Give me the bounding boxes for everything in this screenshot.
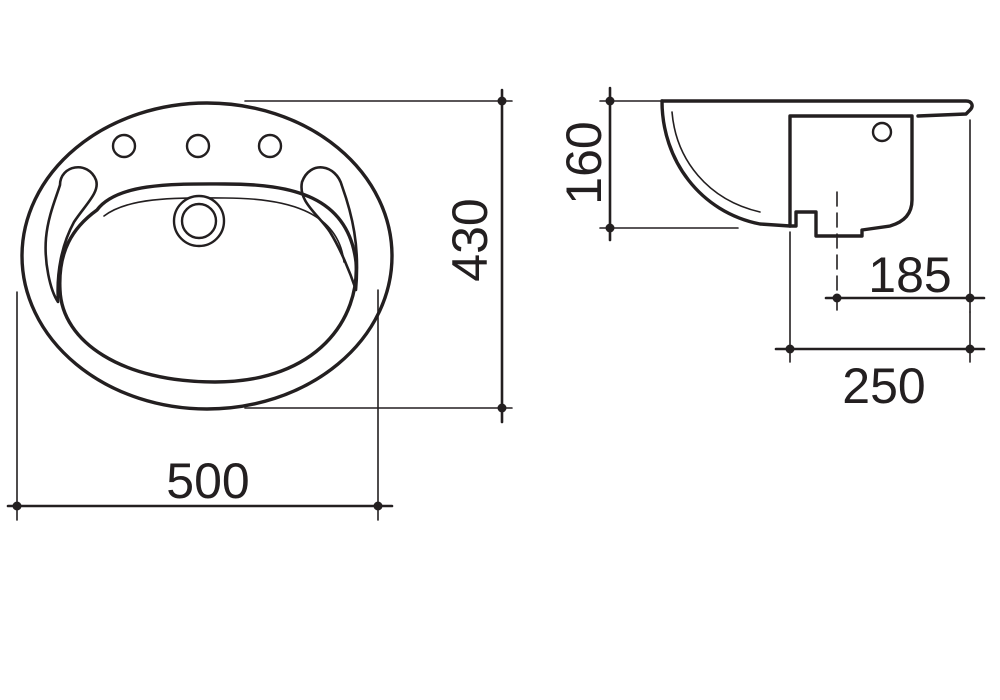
dimension-bowl-depth: 160 (556, 86, 739, 242)
side-back-block (788, 114, 914, 238)
dimension-width-label: 500 (166, 453, 249, 509)
side-bowl-curve (660, 99, 792, 228)
tap-hole-center (185, 133, 211, 159)
dimension-bowl-depth-label: 160 (556, 121, 612, 204)
side-view (660, 99, 974, 311)
dimension-waste-offset-label: 185 (868, 247, 951, 303)
tap-hole-left (111, 133, 137, 159)
plan-view (20, 101, 394, 411)
dimension-width: 500 (6, 289, 394, 521)
dimension-waste-offset: 185 (824, 119, 986, 313)
side-rim (660, 99, 974, 118)
basin-outer-rim (20, 101, 394, 411)
right-overflow-slot (300, 166, 359, 292)
dimension-overall-depth-label: 250 (842, 358, 925, 414)
side-overflow-hole (871, 121, 893, 143)
dimension-height: 430 (244, 88, 513, 424)
tap-hole-right (257, 133, 283, 159)
dimension-height-label: 430 (442, 198, 498, 281)
dimension-overall-depth: 250 (774, 231, 986, 414)
waste-outlet-inner (180, 202, 218, 240)
side-bowl-inner (671, 111, 761, 213)
basin-bowl-inner-contour (103, 197, 345, 263)
left-overflow-slot (44, 165, 98, 304)
basin-bowl (58, 182, 358, 384)
